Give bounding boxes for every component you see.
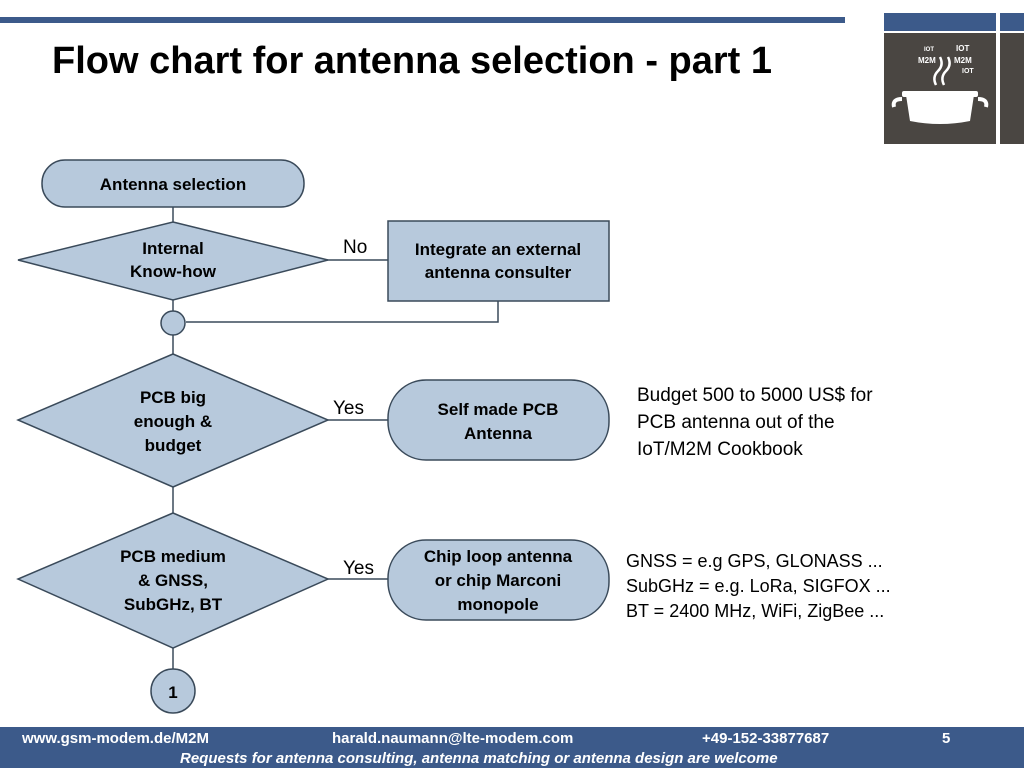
cooking-pot-icon: M2M IOT M2M IOT IOT <box>891 44 989 124</box>
page-title: Flow chart for antenna selection - part … <box>52 40 773 82</box>
flowchart: Antenna selection Internal Know-how No I… <box>16 159 610 714</box>
gnss-note: GNSS = e.g GPS, GLONASS ... SubGHz = e.g… <box>626 551 891 621</box>
pcb-big-label: PCB big <box>140 388 206 407</box>
footer-phone: +49-152-33877687 <box>702 730 830 747</box>
logo-word: IOT <box>924 47 934 53</box>
page-connector <box>150 668 196 714</box>
start-node-label: Antenna selection <box>100 175 246 194</box>
logo-word: IOT <box>962 68 974 75</box>
self-made-node <box>387 379 610 461</box>
edge-label-yes: Yes <box>333 398 364 419</box>
connector-lines <box>172 207 499 672</box>
logo-word: M2M <box>918 56 936 65</box>
logo-word: IOT <box>956 44 969 53</box>
consulter-label: Integrate an external <box>415 240 581 259</box>
footer-tagline: Requests for antenna consulting, antenna… <box>180 750 778 767</box>
page-connector-label: 1 <box>168 683 177 702</box>
chip-label: monopole <box>457 595 538 614</box>
footer-bar: www.gsm-modem.de/M2M harald.naumann@lte-… <box>0 727 1024 768</box>
pcb-big-decision <box>16 353 330 488</box>
know-how-label: Know-how <box>130 262 217 281</box>
chip-label: Chip loop antenna <box>424 547 573 566</box>
logo-accent-bar-right <box>1000 13 1024 31</box>
logo-side-panel <box>1000 33 1024 144</box>
chip-label: or chip Marconi <box>435 571 562 590</box>
footer-email[interactable]: harald.naumann@lte-modem.com <box>332 730 574 747</box>
know-how-decision <box>17 221 329 301</box>
pcb-medium-label: PCB medium <box>120 547 226 566</box>
page-number: 5 <box>942 730 951 747</box>
self-made-label: Antenna <box>464 424 533 443</box>
start-node <box>41 159 305 208</box>
self-made-label: Self made PCB <box>438 400 559 419</box>
know-how-label: Internal <box>142 239 203 258</box>
pcb-medium-decision <box>16 512 330 649</box>
logo-accent-bar <box>884 13 996 31</box>
pcb-big-label: enough & <box>134 412 212 431</box>
chip-node <box>387 539 610 621</box>
budget-note: Budget 500 to 5000 US$ for PCB antenna o… <box>637 385 873 460</box>
title-accent-bar <box>0 17 845 23</box>
logo-word: M2M <box>954 56 972 65</box>
merge-point <box>160 310 186 336</box>
pcb-medium-label: SubGHz, BT <box>124 595 223 614</box>
edge-label-yes: Yes <box>343 558 374 579</box>
footer-website[interactable]: www.gsm-modem.de/M2M <box>22 730 209 747</box>
pcb-big-label: budget <box>145 436 202 455</box>
consulter-label: antenna consulter <box>425 263 572 282</box>
cookbook-logo: M2M IOT M2M IOT IOT <box>884 33 996 144</box>
pcb-medium-label: & GNSS, <box>138 571 208 590</box>
consulter-node <box>387 220 610 302</box>
edge-label-no: No <box>343 237 367 258</box>
